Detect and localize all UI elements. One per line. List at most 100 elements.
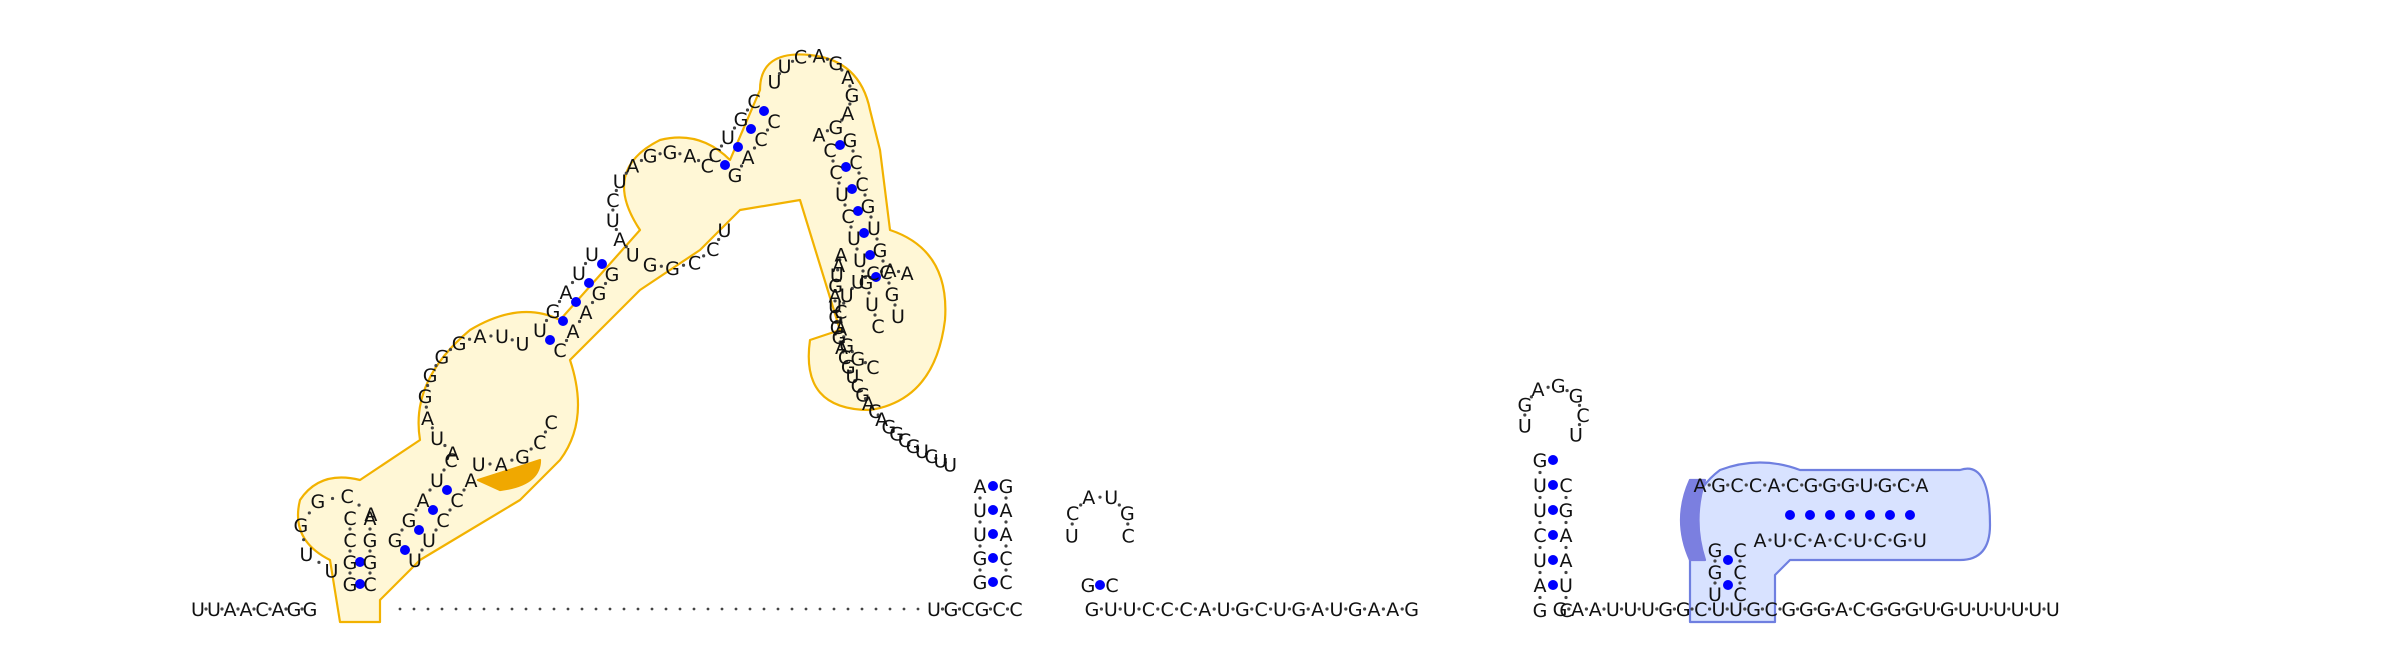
nucleotide-G-98: G bbox=[515, 446, 530, 468]
backbone-link bbox=[853, 379, 857, 383]
baseline-dot bbox=[762, 607, 766, 611]
baseline-dot bbox=[622, 607, 626, 611]
backbone-link bbox=[893, 303, 897, 307]
backbone-link bbox=[873, 313, 877, 317]
baseline-dot bbox=[818, 607, 822, 611]
nucleotide-G-176: G bbox=[906, 436, 921, 458]
nucleotide-G-124: G bbox=[665, 258, 680, 280]
nucleotide-A-231: A bbox=[1532, 379, 1545, 401]
nucleotide-G-44: G bbox=[1746, 599, 1761, 621]
backbone-link bbox=[863, 396, 868, 401]
backbone-link bbox=[1708, 607, 1712, 611]
backbone-link bbox=[430, 426, 434, 430]
nucleotide-G-110: G bbox=[605, 264, 620, 286]
backbone-link bbox=[544, 318, 549, 323]
nucleotide-G-156: G bbox=[861, 196, 876, 218]
base-pair-dot bbox=[988, 505, 998, 515]
nucleotide-G-10: G bbox=[944, 599, 959, 621]
backbone-link bbox=[448, 347, 453, 352]
backbone-link bbox=[843, 203, 847, 207]
nucleotide-G-67: G bbox=[363, 552, 378, 574]
nucleotide-U-87: U bbox=[430, 428, 444, 450]
backbone-link bbox=[1175, 607, 1179, 611]
backbone-link bbox=[2024, 607, 2028, 611]
backbone-link bbox=[1126, 522, 1130, 526]
backbone-link bbox=[1269, 607, 1273, 611]
backbone-link bbox=[1538, 570, 1542, 575]
nucleotide-C-84: C bbox=[450, 490, 463, 512]
backbone-link bbox=[590, 300, 595, 305]
nucleotide-U-58: U bbox=[1993, 599, 2007, 621]
backbone-link bbox=[765, 128, 770, 132]
backbone-link bbox=[624, 171, 628, 175]
backbone-link bbox=[442, 468, 446, 472]
baseline-dot bbox=[902, 607, 906, 611]
backbone-link bbox=[467, 337, 472, 341]
nucleotide-G-216: G bbox=[1533, 450, 1548, 472]
backbone-link bbox=[1250, 607, 1254, 611]
nucleotide-G-130: G bbox=[728, 165, 743, 187]
nucleotide-U-104: U bbox=[572, 263, 586, 285]
nucleotide-U-199: U bbox=[973, 500, 987, 522]
nucleotide-U-38: U bbox=[1641, 599, 1655, 621]
nucleotide-U-208: U bbox=[1065, 525, 1079, 547]
nucleotide-C-97: C bbox=[533, 432, 546, 454]
backbone-link bbox=[1908, 538, 1912, 542]
base-pair-dot bbox=[847, 184, 857, 194]
nucleotide-C-122: C bbox=[706, 239, 719, 261]
nucleotide-U-59: U bbox=[2011, 599, 2025, 621]
nucleotide-C-50: C bbox=[1853, 599, 1866, 621]
base-pair-dot bbox=[1548, 580, 1558, 590]
backbone-link bbox=[1892, 483, 1896, 487]
backbone-link bbox=[1099, 607, 1103, 611]
backbone-link bbox=[842, 335, 846, 339]
nucleotide-G-55: G bbox=[1940, 599, 1955, 621]
backbone-link bbox=[1954, 607, 1958, 611]
base-pair-dot bbox=[1805, 510, 1815, 520]
backbone-link bbox=[838, 258, 842, 262]
base-pair-dot bbox=[865, 250, 875, 260]
nucleotide-A-249: A bbox=[1754, 530, 1767, 552]
backbone-link bbox=[2042, 607, 2046, 611]
nucleotide-C-219: C bbox=[1533, 525, 1546, 547]
backbone-link bbox=[848, 369, 852, 374]
backbone-link bbox=[934, 456, 938, 461]
backbone-link bbox=[659, 264, 663, 268]
backbone-link bbox=[529, 447, 533, 451]
baseline-dot bbox=[692, 607, 696, 611]
backbone-link bbox=[808, 54, 812, 58]
backbone-link bbox=[1808, 538, 1812, 542]
backbone-link bbox=[833, 288, 837, 293]
nucleotide-A-99: A bbox=[495, 454, 508, 476]
nucleotide-U-94: U bbox=[495, 326, 509, 348]
nucleotide-C-181: C bbox=[868, 401, 881, 423]
nucleotide-A-116: A bbox=[626, 156, 639, 178]
baseline-dot bbox=[510, 607, 514, 611]
backbone-link bbox=[1866, 607, 1870, 611]
nucleotide-U-95: U bbox=[516, 334, 530, 356]
backbone-link bbox=[825, 57, 830, 61]
nucleotide-G-7: G bbox=[287, 599, 302, 621]
nucleotide-U-165: U bbox=[851, 272, 865, 294]
backbone-link bbox=[831, 159, 835, 163]
backbone-link bbox=[848, 84, 852, 88]
backbone-link bbox=[1919, 607, 1923, 611]
nucleotide-G-8: G bbox=[303, 599, 318, 621]
backbone-link bbox=[268, 607, 272, 611]
baseline-dot bbox=[454, 607, 458, 611]
nucleotide-U-113: U bbox=[606, 210, 620, 232]
nucleotide-G-194: G bbox=[828, 275, 843, 297]
nucleotide-G-142: G bbox=[829, 117, 844, 139]
backbone-link bbox=[443, 443, 447, 448]
baseline-dot bbox=[860, 607, 864, 611]
backbone-link bbox=[840, 118, 844, 122]
backbone-link bbox=[1564, 495, 1568, 500]
nucleotide-G-15: G bbox=[1085, 599, 1100, 621]
backbone-link bbox=[489, 334, 493, 338]
backbone-link bbox=[717, 237, 721, 242]
backbone-link bbox=[839, 318, 843, 322]
nucleotide-A-49: A bbox=[1835, 599, 1848, 621]
nucleotide-U-54: U bbox=[1923, 599, 1937, 621]
backbone-link bbox=[302, 538, 306, 542]
